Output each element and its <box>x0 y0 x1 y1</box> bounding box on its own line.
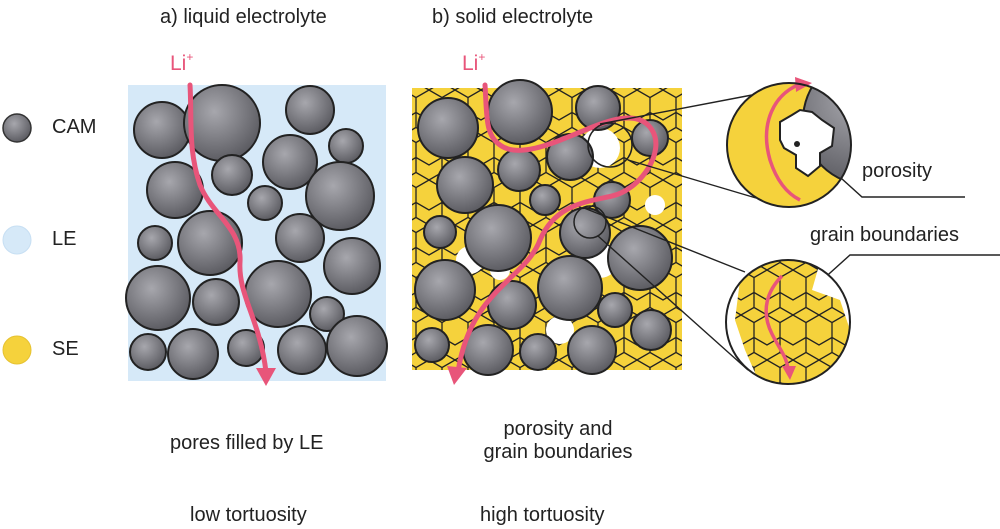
panel-a-caption: pores filled by LE <box>170 432 324 454</box>
cam-particle <box>275 213 325 263</box>
zoom-source-grain <box>573 205 607 239</box>
legend-cam-dot <box>2 113 32 143</box>
legend-le-dot <box>2 225 32 255</box>
cam-particle <box>133 101 191 159</box>
cam-particle <box>247 185 283 221</box>
cam-particle <box>137 225 173 261</box>
cam-particle <box>414 327 450 363</box>
grain-boundaries-label: grain boundaries <box>810 224 959 246</box>
li-ion-label-b: Li+ <box>462 50 486 75</box>
cam-particle <box>607 225 673 291</box>
cam-particle <box>129 333 167 371</box>
zoom-grain-boundaries <box>725 259 851 385</box>
legend-le-label: LE <box>52 228 77 250</box>
cam-particle <box>305 161 375 231</box>
cam-particle <box>417 97 479 159</box>
porosity-label: porosity <box>862 160 933 182</box>
li-ion-path-b <box>455 82 659 375</box>
cam-particle <box>630 309 672 351</box>
li-ion-arrowhead-b <box>447 366 467 385</box>
cam-particle <box>519 333 557 371</box>
legend-se-dot <box>2 335 32 365</box>
cam-particle <box>177 210 243 276</box>
cam-particle <box>497 148 541 192</box>
cam-particles-b <box>414 79 673 376</box>
panel-b-tortuosity: high tortuosity <box>480 504 605 526</box>
panel-a-title: a) liquid electrolyte <box>160 6 327 28</box>
panel-liquid-electrolyte <box>125 82 388 386</box>
zoom-source-porosity <box>587 122 633 168</box>
cam-particle <box>567 325 617 375</box>
cam-particle <box>597 292 633 328</box>
cam-particle <box>464 204 532 272</box>
li-ion-path-a <box>187 82 269 375</box>
zoom-porosity <box>726 77 852 208</box>
panel-b-caption: porosity and grain boundaries <box>483 418 633 463</box>
panel-a-tortuosity: low tortuosity <box>190 504 307 526</box>
cam-particle <box>537 255 603 321</box>
cam-particle <box>529 184 561 216</box>
cam-particle <box>487 79 553 145</box>
cam-particle <box>211 154 253 196</box>
cam-particle <box>436 156 494 214</box>
cam-particle <box>183 84 261 162</box>
cam-particle <box>487 280 537 330</box>
legend-cam-label: CAM <box>52 116 97 138</box>
li-ion-arrowhead-a <box>256 368 276 386</box>
cam-particle <box>328 128 364 164</box>
pore <box>546 316 574 344</box>
cam-particles-a <box>125 84 388 380</box>
cam-particle <box>167 328 219 380</box>
cam-particle <box>423 215 457 249</box>
li-ion-label-a: Li+ <box>170 50 194 75</box>
cam-particle <box>125 265 191 331</box>
legend <box>2 113 32 365</box>
cam-particle <box>262 134 318 190</box>
cam-particle <box>631 119 669 157</box>
legend-se-label: SE <box>52 338 79 360</box>
cam-particle <box>285 85 335 135</box>
pore <box>645 195 665 215</box>
cam-particle <box>277 325 327 375</box>
cam-particle <box>309 296 345 332</box>
panel-solid-electrolyte <box>412 79 682 385</box>
panel-b-title: b) solid electrolyte <box>432 6 594 28</box>
cam-particle <box>414 259 476 321</box>
cam-particle <box>323 237 381 295</box>
cam-particle <box>192 278 240 326</box>
cam-particle <box>326 315 388 377</box>
